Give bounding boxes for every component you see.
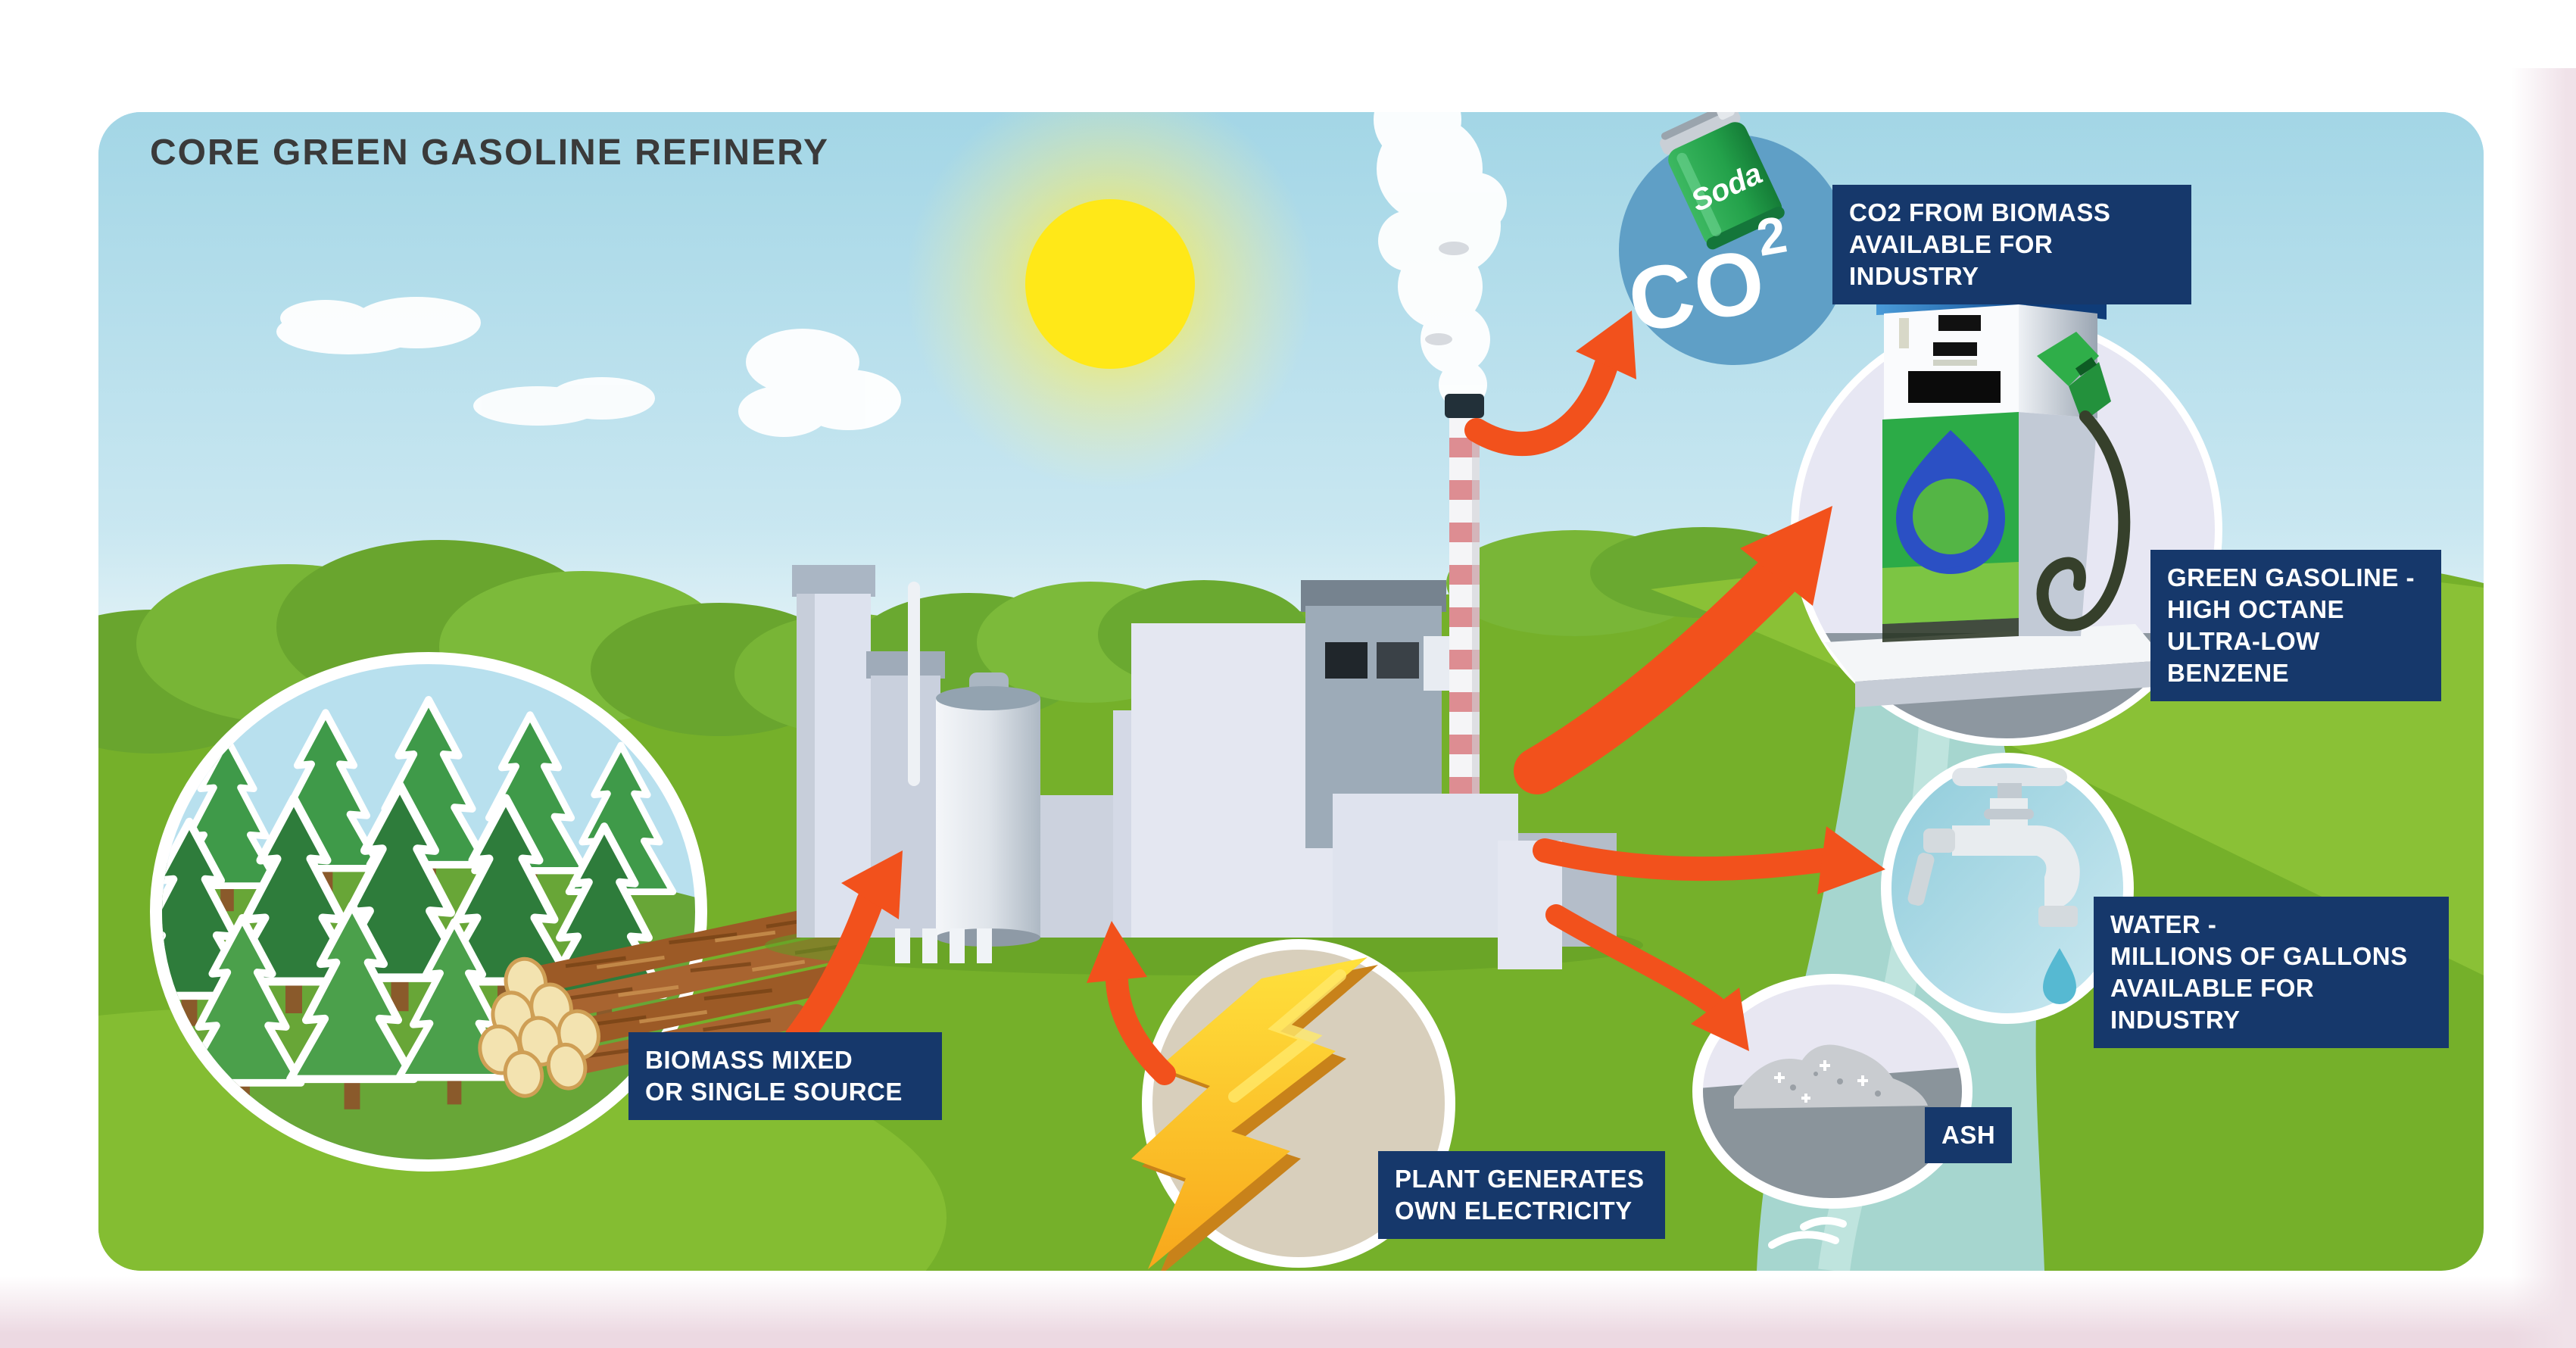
smoke-icon — [1374, 112, 1507, 409]
co2-circle: Soda — [1619, 112, 1849, 365]
callout-green-gasoline: GREEN GASOLINE - HIGH OCTANE ULTRA-LOW B… — [2150, 550, 2441, 701]
silo-icon — [936, 672, 1040, 947]
page-title: CORE GREEN GASOLINE REFINERY — [150, 133, 829, 173]
ash-pile-icon — [1734, 1044, 1928, 1109]
nozzle-icon — [2037, 332, 2111, 423]
arrow-plant-to-water — [1533, 826, 1885, 894]
cloud-icon — [473, 377, 655, 426]
cloud-icon — [738, 329, 901, 437]
callout-co2-industry: CO2 FROM BIOMASS AVAILABLE FOR INDUSTRY — [1832, 185, 2191, 304]
hose-icon — [2036, 410, 2131, 632]
flow-arrows — [736, 310, 1885, 1104]
sun-icon — [906, 112, 1315, 488]
ash-circle — [1692, 974, 1973, 1209]
page-shadow-right — [2512, 68, 2576, 1348]
co2-main: CO — [1620, 229, 1773, 353]
callout-water: WATER - MILLIONS OF GALLONS AVAILABLE FO… — [2094, 897, 2449, 1048]
callout-ash: ASH — [1925, 1107, 2013, 1163]
forest-circle — [150, 652, 857, 1172]
arrow-plant-to-pump — [1514, 506, 1832, 794]
callout-electricity: PLANT GENERATES OWN ELECTRICITY — [1378, 1151, 1665, 1239]
gas-pump-circle — [1791, 274, 2222, 746]
soda-can-icon: Soda — [1660, 112, 1785, 250]
scene-card: Soda — [98, 112, 2484, 1271]
electricity-circle — [1131, 939, 1455, 1271]
droplet-leaf-logo-icon — [1896, 430, 2005, 574]
gas-pump-icon — [1876, 274, 2131, 642]
water-drop-icon — [2043, 948, 2076, 1004]
cloud-icon — [276, 297, 481, 354]
lightning-bolt-icon — [1131, 957, 1378, 1271]
refinery-plant-illustration — [765, 394, 1643, 975]
logs-icon — [478, 904, 857, 1098]
water-circle — [1881, 753, 2134, 1024]
page-shadow-bottom — [0, 1276, 2576, 1348]
faucet-icon — [1907, 768, 2080, 1004]
arrow-plant-to-ash — [1545, 904, 1749, 1051]
arrow-electricity-to-plant — [1087, 921, 1176, 1085]
arrow-stack-to-co2 — [1464, 310, 1636, 457]
wave-icon — [1768, 1216, 1847, 1249]
callout-biomass: BIOMASS MIXED OR SINGLE SOURCE — [628, 1032, 942, 1120]
